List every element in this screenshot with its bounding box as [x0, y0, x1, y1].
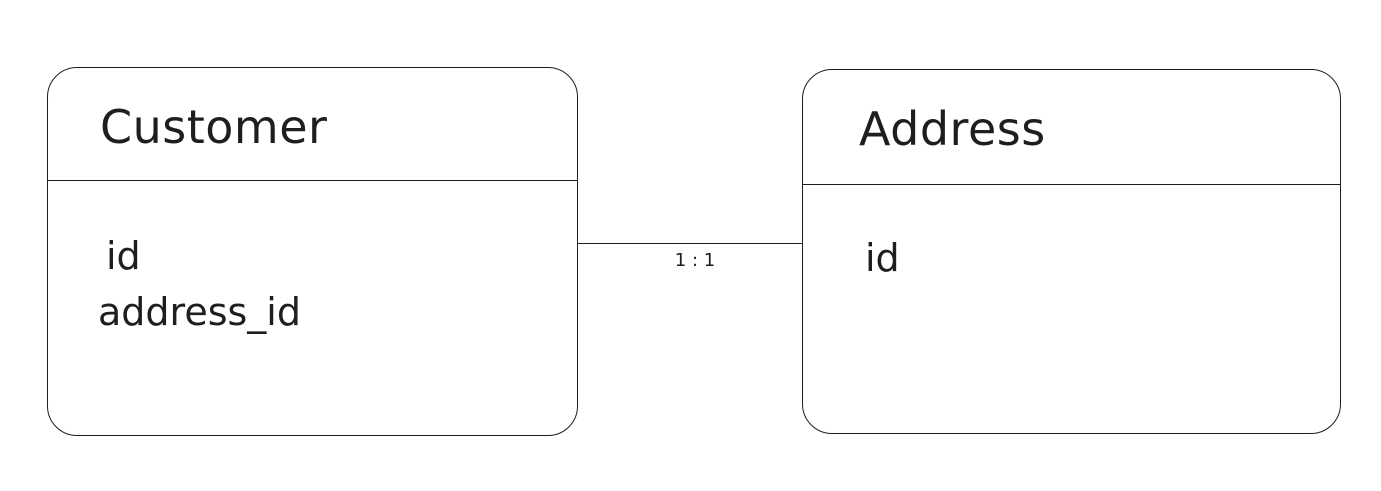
- field-id: id: [106, 234, 141, 278]
- field-id: id: [865, 236, 900, 280]
- relationship-label: 1 : 1: [674, 250, 716, 271]
- field-address-id: address_id: [98, 290, 301, 334]
- entity-divider: [802, 184, 1341, 185]
- entity-title: Address: [859, 102, 1046, 156]
- relationship-line[interactable]: [578, 243, 802, 244]
- entity-title: Customer: [100, 100, 328, 154]
- entity-customer[interactable]: Customer id address_id: [47, 67, 578, 436]
- entity-address[interactable]: Address id: [802, 69, 1341, 434]
- entity-divider: [47, 180, 578, 181]
- field-list: id: [865, 230, 900, 286]
- field-list: id address_id: [98, 228, 301, 340]
